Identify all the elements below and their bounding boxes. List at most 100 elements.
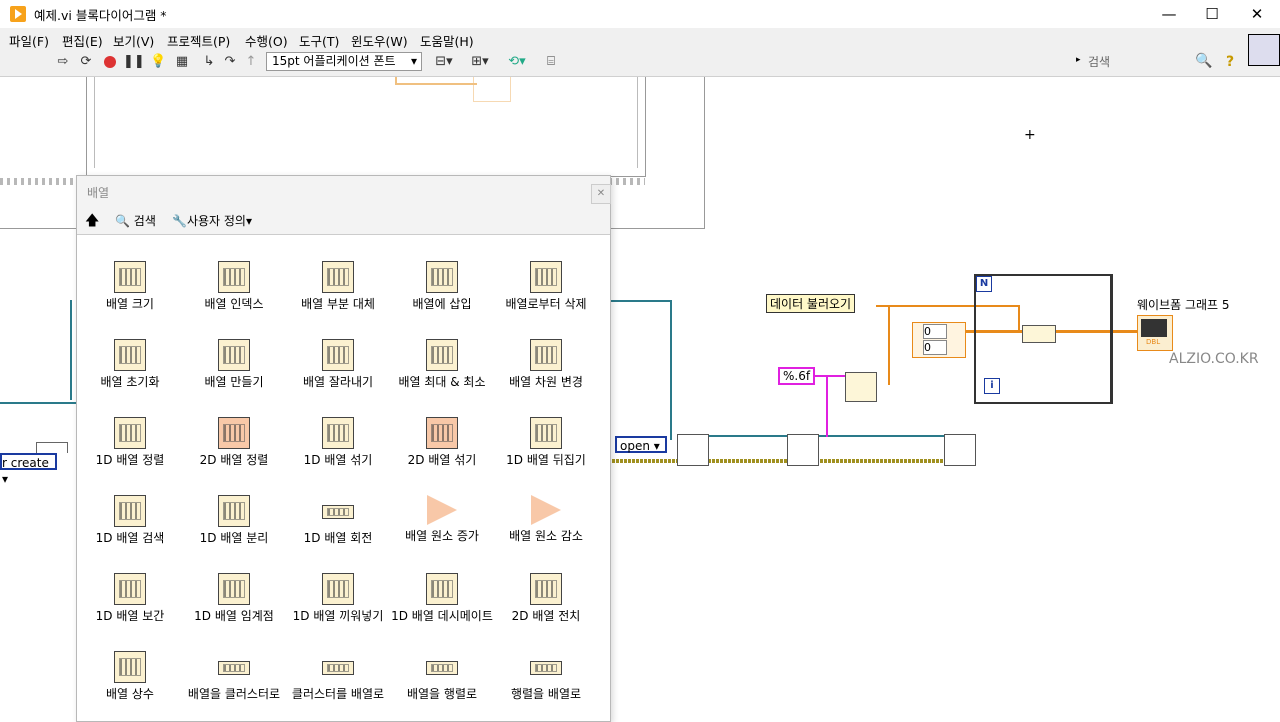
menu-file[interactable]: 파일(F) <box>9 34 49 49</box>
vi-connector-icon[interactable] <box>1248 34 1280 66</box>
palette-item[interactable]: 1D 배열 보간 <box>78 573 182 624</box>
palette-item[interactable]: 배열 원소 감소 <box>494 495 598 544</box>
graph-datatype-tag: DBL <box>1146 338 1161 346</box>
shuffle-1d-array-icon <box>322 417 354 449</box>
minimize-button[interactable]: — <box>1161 5 1177 23</box>
pause-icon[interactable]: ❚❚ <box>123 54 145 69</box>
search-expand-icon[interactable]: ▸ <box>1076 55 1081 65</box>
palette-item-label: 1D 배열 끼워넣기 <box>292 609 384 623</box>
create-enum-constant[interactable]: r create ▾ <box>0 453 57 486</box>
menu-operate[interactable]: 수행(O) <box>245 34 288 49</box>
palette-search-button[interactable]: 🔍 검색 <box>115 212 156 229</box>
palette-item-label: 배열 부분 대체 <box>301 297 375 311</box>
cleanup-diagram-icon[interactable]: ⌸ <box>547 54 555 69</box>
loop-count-terminal[interactable]: N <box>976 276 992 292</box>
palette-item[interactable]: 배열로부터 삭제 <box>494 261 598 312</box>
build-array-node[interactable] <box>1022 325 1056 343</box>
palette-item[interactable]: 클러스터를 배열로 <box>286 651 390 702</box>
load-data-label[interactable]: 데이터 불러오기 <box>766 294 856 313</box>
format-string-constant[interactable]: %.6f <box>778 367 816 385</box>
palette-item[interactable]: 1D 배열 검색 <box>78 495 182 546</box>
align-objects-icon[interactable]: ⊟▾ <box>435 54 453 69</box>
palette-item[interactable]: 행렬을 배열로 <box>494 651 598 702</box>
split-1d-array-icon <box>218 495 250 527</box>
cursor-crosshair-icon: + <box>1024 127 1036 143</box>
for-loop-structure[interactable]: N i <box>974 274 1113 404</box>
menu-tools[interactable]: 도구(T) <box>299 34 340 49</box>
distribute-objects-icon[interactable]: ⊞▾ <box>471 54 489 69</box>
palette-item[interactable]: 2D 배열 정렬 <box>182 417 286 468</box>
palette-item[interactable]: 배열 초기화 <box>78 339 182 390</box>
palette-item[interactable]: 배열에 삽입 <box>390 261 494 312</box>
palette-item[interactable]: 1D 배열 회전 <box>286 495 390 546</box>
search-icon[interactable]: 🔍 <box>1195 53 1213 69</box>
palette-item[interactable]: 배열 잘라내기 <box>286 339 390 390</box>
menu-project[interactable]: 프로젝트(P) <box>167 34 231 49</box>
delete-from-array-icon <box>530 261 562 293</box>
palette-item[interactable]: 1D 배열 데시메이트 <box>390 573 494 624</box>
chevron-down-icon: ▾ <box>410 54 417 68</box>
run-continuously-icon[interactable]: ⟳ <box>80 54 92 69</box>
font-select[interactable]: 15pt 어플리케이션 폰트▾ <box>266 52 422 71</box>
palette-item-label: 배열 상수 <box>106 687 154 701</box>
palette-close-button[interactable]: ✕ <box>591 184 611 204</box>
spreadsheet-to-array-node[interactable] <box>845 372 877 402</box>
palette-item[interactable]: 배열 크기 <box>78 261 182 312</box>
step-out-icon[interactable]: ↑ <box>245 54 257 69</box>
reorder-icon[interactable]: ⟲▾ <box>508 54 526 69</box>
menu-help[interactable]: 도움말(H) <box>420 34 474 49</box>
read-text-file-node[interactable] <box>787 434 819 466</box>
palette-item[interactable]: 배열 차원 변경 <box>494 339 598 390</box>
palette-item-label: 배열 잘라내기 <box>302 375 374 389</box>
palette-item[interactable]: 배열 부분 대체 <box>286 261 390 312</box>
palette-item[interactable]: 배열 상수 <box>78 651 182 702</box>
toolbar: ⇨ ⟳ ❚❚ 💡 ▦ ↳ ↷ ↑ 15pt 어플리케이션 폰트▾ ⊟▾ ⊞▾ ⟲… <box>0 50 1280 77</box>
step-into-icon[interactable]: ↳ <box>203 54 215 69</box>
palette-item[interactable]: 1D 배열 분리 <box>182 495 286 546</box>
palette-item[interactable]: 1D 배열 임계점 <box>182 573 286 624</box>
waveform-graph-terminal[interactable]: DBL <box>1137 315 1173 351</box>
palette-item[interactable]: 배열 만들기 <box>182 339 286 390</box>
replace-subset-icon <box>322 261 354 293</box>
palette-item[interactable]: 1D 배열 섞기 <box>286 417 390 468</box>
array-element-1[interactable]: 0 <box>923 324 947 339</box>
close-button[interactable]: ✕ <box>1250 5 1264 23</box>
open-enum-constant[interactable]: open ▾ <box>615 436 667 453</box>
highlight-execution-icon[interactable]: 💡 <box>150 54 167 69</box>
menu-view[interactable]: 보기(V) <box>113 34 155 49</box>
step-over-icon[interactable]: ↷ <box>224 54 236 69</box>
retain-wire-values-icon[interactable]: ▦ <box>175 54 189 69</box>
close-file-node[interactable] <box>944 434 976 466</box>
run-arrow-icon[interactable]: ⇨ <box>57 54 69 69</box>
palette-item[interactable]: 2D 배열 전치 <box>494 573 598 624</box>
open-file-node[interactable] <box>677 434 709 466</box>
palette-item[interactable]: 배열 원소 증가 <box>390 495 494 544</box>
palette-item[interactable]: 배열 인덱스 <box>182 261 286 312</box>
palette-customize-label: 사용자 정의▾ <box>186 214 252 228</box>
palette-item[interactable]: 1D 배열 끼워넣기 <box>286 573 390 624</box>
palette-item-label: 1D 배열 보간 <box>95 609 165 623</box>
search-input[interactable]: 검색 <box>1088 55 1111 69</box>
palette-item-label: 배열 원소 증가 <box>405 529 479 543</box>
abort-icon[interactable] <box>102 54 118 70</box>
waveform-graph-label[interactable]: 웨이브폼 그래프 5 <box>1137 298 1230 312</box>
palette-item[interactable]: 배열을 행렬로 <box>390 651 494 702</box>
palette-item-label: 1D 배열 데시메이트 <box>391 609 493 623</box>
array-constant-node[interactable]: 0 0 <box>912 322 966 358</box>
maximize-button[interactable]: ☐ <box>1205 5 1219 23</box>
up-arrow-icon[interactable]: 🡅 <box>85 213 100 229</box>
context-help-icon[interactable]: ? <box>1226 54 1235 70</box>
palette-item-label: 배열로부터 삭제 <box>505 297 587 311</box>
labview-app-icon <box>10 6 26 22</box>
create-enum-value: r create <box>2 456 49 470</box>
array-element-2[interactable]: 0 <box>923 340 947 355</box>
menu-window[interactable]: 윈도우(W) <box>351 34 408 49</box>
palette-item[interactable]: 2D 배열 섞기 <box>390 417 494 468</box>
palette-customize-button[interactable]: 🔧사용자 정의▾ <box>172 212 252 229</box>
palette-item[interactable]: 1D 배열 정렬 <box>78 417 182 468</box>
palette-item[interactable]: 배열 최대 & 최소 <box>390 339 494 390</box>
menu-edit[interactable]: 편집(E) <box>62 34 103 49</box>
palette-item[interactable]: 배열을 클러스터로 <box>182 651 286 702</box>
palette-item[interactable]: 1D 배열 뒤집기 <box>494 417 598 468</box>
